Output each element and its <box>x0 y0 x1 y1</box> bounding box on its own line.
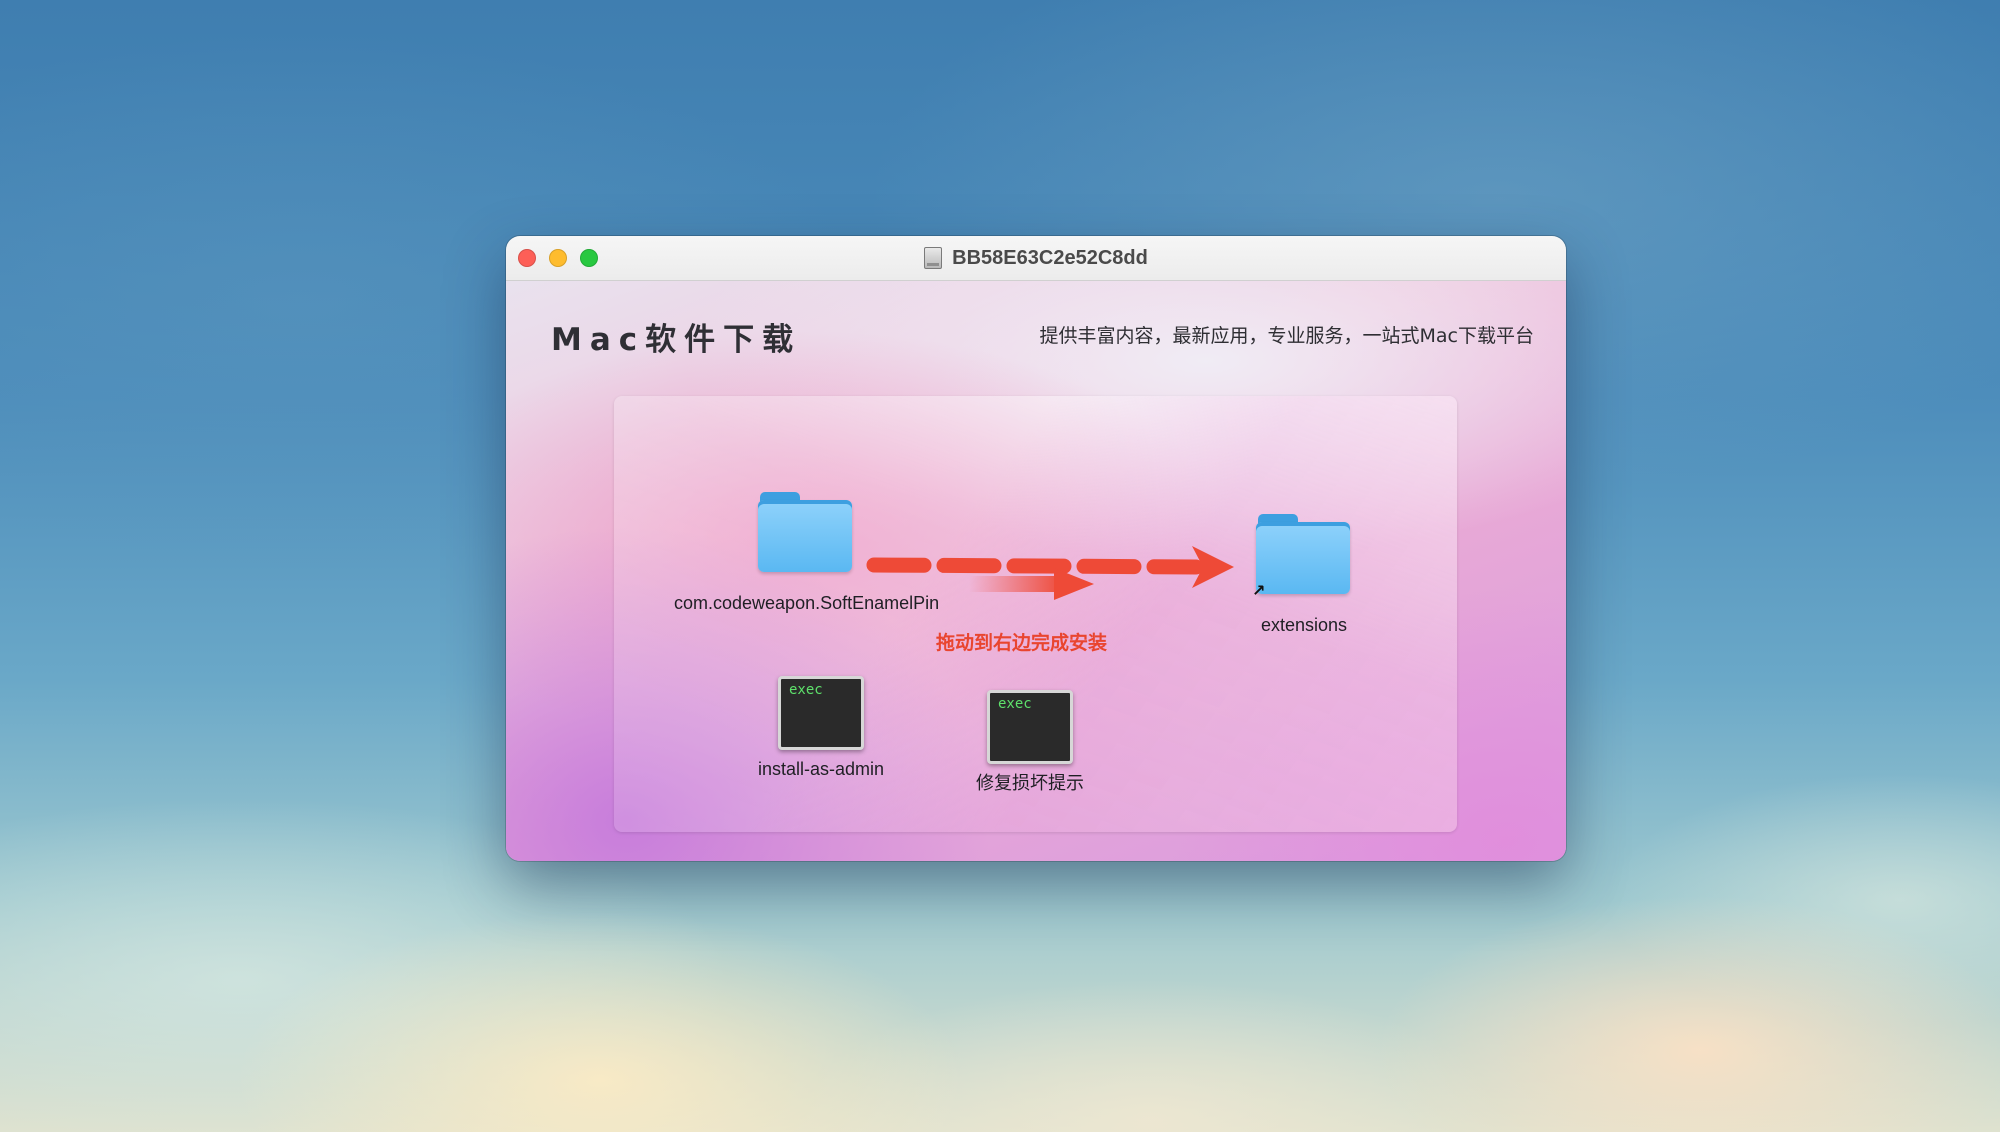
tagline: 提供丰富内容，最新应用，专业服务，一站式Mac下载平台 <box>1039 325 1534 347</box>
disk-image-icon <box>924 247 943 269</box>
dmg-installer-window: BB58E63C2e52C8dd Mac软件下载 提供丰富内容，最新应用，专业服… <box>506 236 1566 861</box>
brand-heading: Mac软件下载 <box>551 322 802 358</box>
alias-arrow-icon: ↗ <box>1252 581 1266 600</box>
minimize-button[interactable] <box>549 249 567 267</box>
drag-install-hint: 拖动到右边完成安装 <box>936 632 1108 654</box>
source-folder-label[interactable]: com.codeweapon.SoftEnamelPin <box>674 593 940 613</box>
repair-hint-label[interactable]: 修复损坏提示 <box>976 773 1084 793</box>
source-folder-icon[interactable] <box>758 492 852 572</box>
window-title-group: BB58E63C2e52C8dd <box>506 236 1566 280</box>
terminal-exec-icon[interactable]: exec <box>987 690 1073 764</box>
maximize-button[interactable] <box>580 249 598 267</box>
terminal-exec-icon[interactable]: exec <box>778 676 864 750</box>
extensions-folder-label[interactable]: extensions <box>1260 615 1348 635</box>
exec-badge: exec <box>789 682 823 698</box>
close-button[interactable] <box>518 249 536 267</box>
extensions-folder-icon[interactable]: ↗ <box>1252 514 1350 600</box>
window-content: Mac软件下载 提供丰富内容，最新应用，专业服务，一站式Mac下载平台 com.… <box>506 281 1566 861</box>
exec-badge: exec <box>998 696 1032 712</box>
install-as-admin-label[interactable]: install-as-admin <box>757 759 885 779</box>
window-title: BB58E63C2e52C8dd <box>952 246 1148 269</box>
title-bar[interactable]: BB58E63C2e52C8dd <box>506 236 1566 281</box>
drag-arrow <box>866 546 1234 600</box>
install-panel: com.codeweapon.SoftEnamelPin 拖动到右边完成安装 <box>614 396 1457 832</box>
